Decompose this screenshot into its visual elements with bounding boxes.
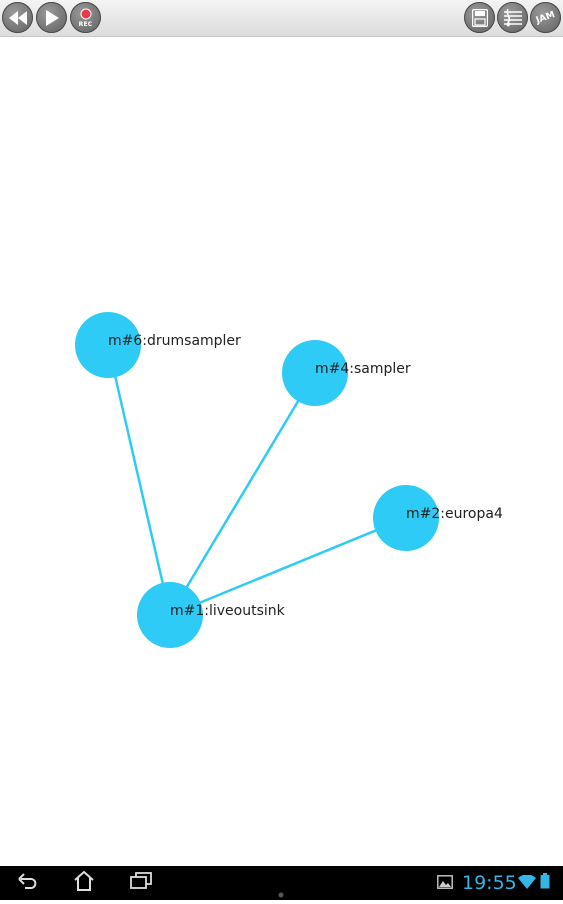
battery-icon (540, 873, 550, 893)
node-circle[interactable] (75, 312, 141, 378)
dot-icon (278, 883, 284, 902)
jam-icon: JAM (534, 9, 557, 26)
jam-button[interactable]: JAM (530, 2, 561, 33)
node-graph: m#1:liveoutsink m#2:europa4 m#4:sampler m#6… (75, 312, 503, 648)
toolbar: REC JAM (0, 0, 563, 37)
record-label: REC (78, 21, 93, 28)
rewind-icon (8, 10, 27, 25)
node-circle[interactable] (282, 340, 348, 406)
edge-m1-m4 (168, 372, 317, 616)
node-circle[interactable] (137, 582, 203, 648)
recent-apps-button[interactable] (130, 871, 152, 895)
edge-m1-m6 (106, 344, 172, 616)
record-icon (80, 8, 92, 20)
score-button[interactable] (497, 2, 528, 33)
save-button[interactable] (464, 2, 495, 33)
recent-apps-icon (130, 872, 152, 894)
clock: 19:55 (462, 872, 517, 894)
graph-node-m2[interactable]: m#2:europa4 (373, 485, 503, 551)
node-circle[interactable] (373, 485, 439, 551)
wifi-status (518, 871, 536, 895)
back-button[interactable] (18, 871, 40, 895)
play-icon (45, 9, 59, 26)
node-label: m#6:drumsampler (108, 333, 241, 349)
gallery-icon (437, 874, 453, 893)
home-button[interactable] (73, 870, 95, 895)
node-label: m#2:europa4 (406, 506, 503, 522)
rewind-button[interactable] (2, 2, 33, 33)
back-icon (18, 873, 40, 893)
record-button[interactable]: REC (70, 2, 101, 33)
gallery-notification[interactable] (437, 871, 453, 895)
system-navigation-bar: 19:55 (0, 866, 563, 900)
center-dot (278, 880, 284, 904)
graph-node-m4[interactable]: m#4:sampler (282, 340, 411, 406)
graph-canvas[interactable]: m#1:liveoutsink m#2:europa4 m#4:sampler m#6… (0, 37, 563, 865)
graph-node-m6[interactable]: m#6:drumsampler (75, 312, 241, 378)
edge-m1-m2 (169, 516, 407, 617)
node-label: m#4:sampler (315, 361, 411, 377)
save-icon (471, 8, 488, 27)
score-icon (503, 8, 523, 28)
graph-node-m1[interactable]: m#1:liveoutsink (137, 582, 286, 648)
node-label: m#1:liveoutsink (170, 603, 286, 619)
home-icon (73, 870, 95, 895)
battery-status (540, 871, 550, 895)
play-button[interactable] (36, 2, 67, 33)
wifi-icon (518, 873, 536, 893)
